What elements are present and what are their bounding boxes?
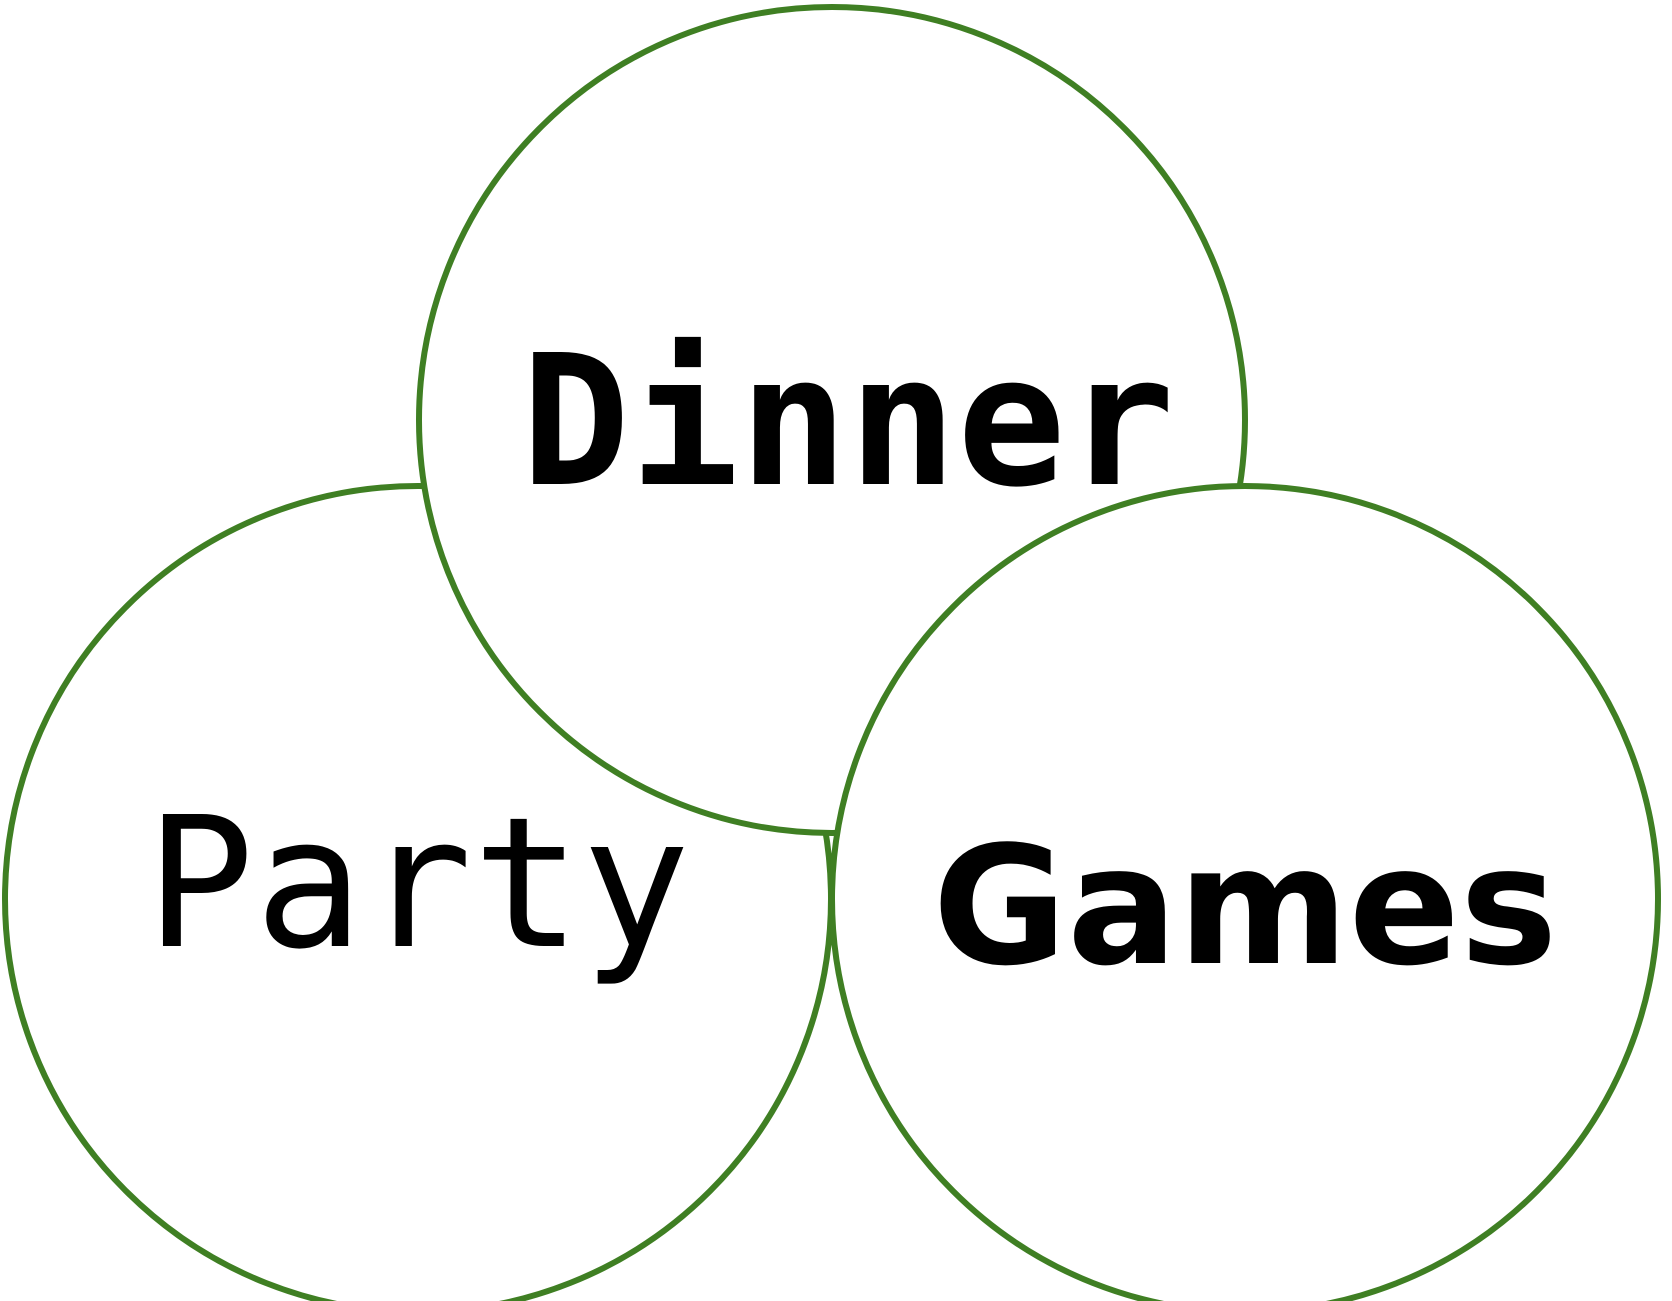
circle-party-label: Party (146, 778, 691, 989)
circle-dinner-label: Dinner (521, 316, 1175, 527)
circle-games-shape (829, 483, 1661, 1301)
circle-games: Games (829, 483, 1661, 1301)
circle-games-label: Games (932, 811, 1557, 1002)
